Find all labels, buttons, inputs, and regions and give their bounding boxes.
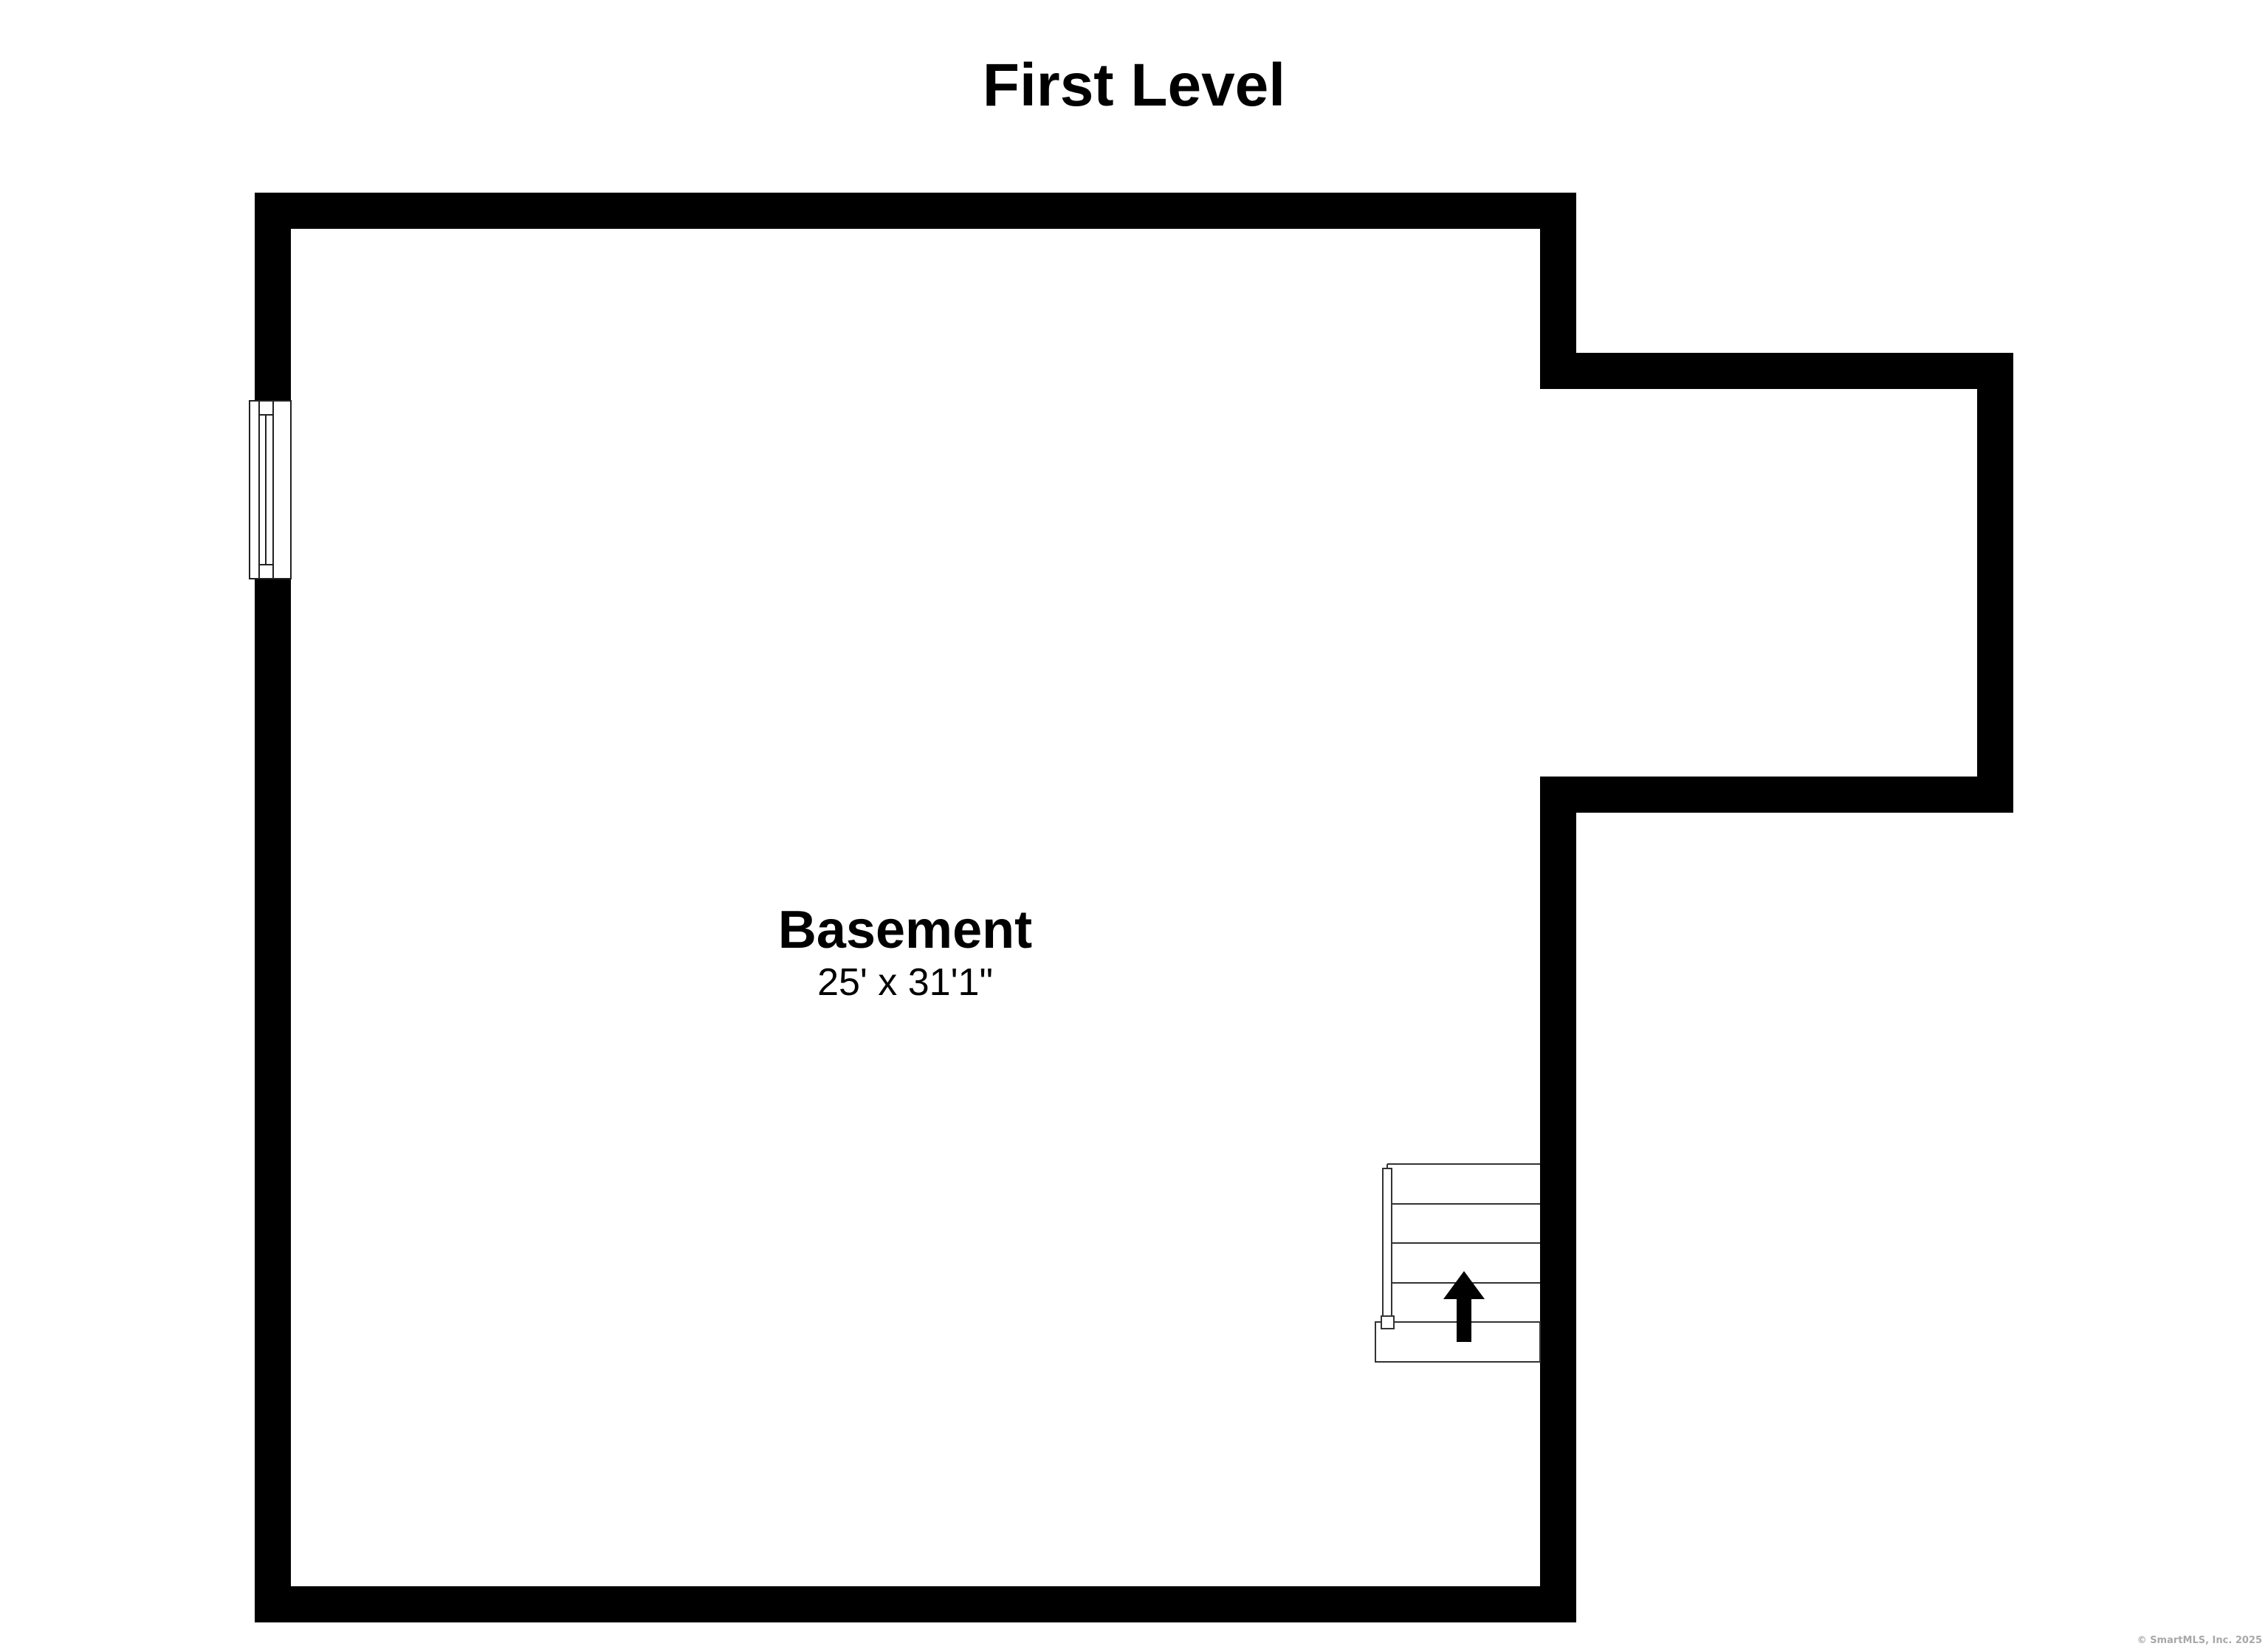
room-dimensions: 25' x 31'1" xyxy=(817,961,993,1004)
arrow-up-icon xyxy=(1443,1271,1485,1342)
room-name: Basement xyxy=(778,901,1032,960)
stair-railing xyxy=(1382,1168,1392,1317)
plan-title: First Level xyxy=(983,52,1285,119)
exterior-walls xyxy=(255,193,2013,1622)
railing-post xyxy=(1381,1315,1395,1329)
window xyxy=(249,400,292,579)
copyright-notice: © SmartMLS, Inc. 2025 xyxy=(2137,1635,2262,1646)
